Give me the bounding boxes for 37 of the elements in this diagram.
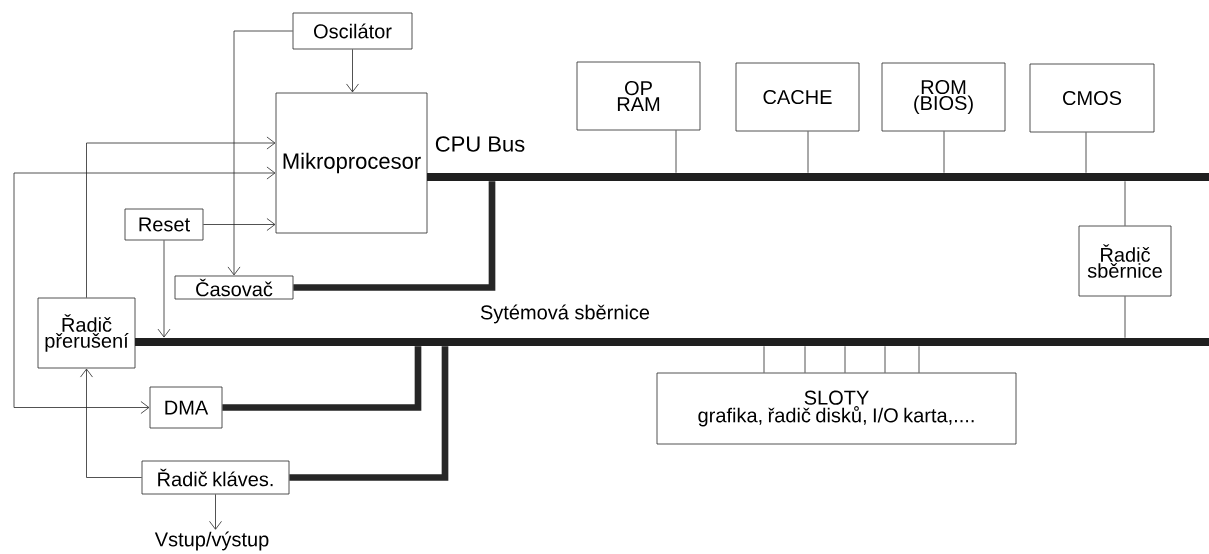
connector-line <box>1124 296 1126 339</box>
block-box: SLOTY grafika, řadič disků, I/O karta,.... <box>656 372 1017 445</box>
block-box: Řadič sběrnice <box>1078 225 1172 297</box>
arrow <box>346 49 359 93</box>
arrow <box>227 30 293 276</box>
connector-line <box>918 345 920 373</box>
connector-line <box>804 345 806 373</box>
arrow <box>157 240 171 338</box>
connector-line <box>943 131 945 174</box>
connector-line <box>763 345 765 373</box>
block-box: Řadič přerušení <box>37 297 136 369</box>
bus: CPU Bus <box>427 136 1209 181</box>
node-label: CPU Bus <box>435 136 525 152</box>
connector-line <box>1085 132 1087 174</box>
block-box: ROM (BIOS) <box>881 62 1006 132</box>
block-box: Reset <box>124 208 204 241</box>
block-box: Mikroprocesor <box>275 92 428 234</box>
io-label: Vstup/výstup <box>154 531 269 551</box>
connector-line <box>1124 180 1126 226</box>
connector-line <box>807 131 809 174</box>
arrow <box>86 136 276 298</box>
connector-line <box>844 345 846 373</box>
block-box: Řadič kláves. <box>141 460 290 495</box>
connector-line <box>884 345 886 373</box>
arrow <box>203 218 276 231</box>
arrow <box>80 368 142 478</box>
block-box: Oscilátor <box>292 12 413 50</box>
block-box: DMA <box>149 386 223 429</box>
block-box: CACHE <box>735 62 860 132</box>
connector-line <box>675 130 677 174</box>
block-box: Časovač <box>174 275 294 300</box>
block-box: OP RAM <box>576 61 701 131</box>
node-label: Sytémová sběrnice <box>480 304 650 324</box>
arrow <box>13 166 276 414</box>
arrow <box>209 494 222 530</box>
bus: Sytémová sběrnice <box>135 304 1209 346</box>
block-box: CMOS <box>1029 63 1155 133</box>
